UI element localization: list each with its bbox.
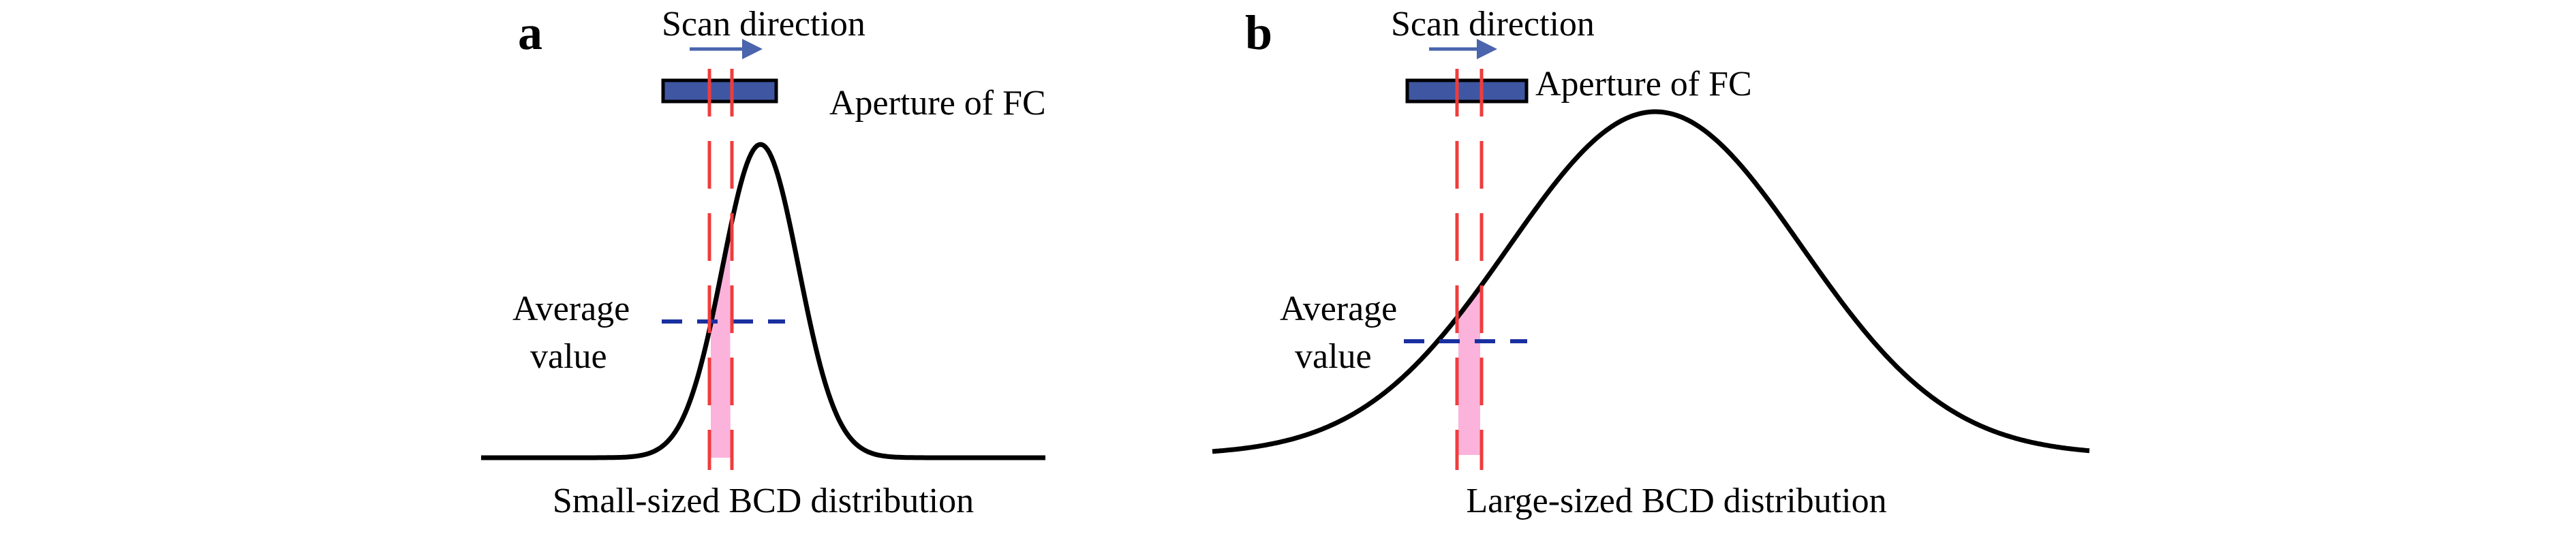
- scan-direction-label: Scan direction: [1391, 5, 1595, 44]
- shaded-aperture-region: [711, 230, 731, 458]
- average-label-line1: Average: [1280, 289, 1397, 328]
- average-label-line1: Average: [512, 289, 630, 328]
- caption: Large-sized BCD distribution: [1466, 482, 1886, 520]
- panel-letter: b: [1245, 5, 1272, 60]
- aperture-rect: [1405, 78, 1529, 104]
- panel-a: a Scan direction Aperture of FC Average …: [481, 5, 1046, 520]
- panel-b: b Scan direction Aperture of FC Average …: [1212, 5, 2090, 520]
- distribution-curve: [481, 142, 1045, 460]
- distribution-curve: [1212, 109, 2090, 454]
- aperture-label: Aperture of FC: [829, 84, 1046, 123]
- aperture-rect: [661, 78, 778, 104]
- scan-direction-label: Scan direction: [662, 5, 865, 44]
- average-label-line2: value: [1295, 337, 1372, 376]
- shaded-aperture-region: [1458, 287, 1480, 455]
- average-label-line2: value: [530, 337, 607, 376]
- caption: Small-sized BCD distribution: [553, 482, 974, 520]
- aperture-label: Aperture of FC: [1535, 65, 1752, 104]
- panel-letter: a: [518, 5, 542, 60]
